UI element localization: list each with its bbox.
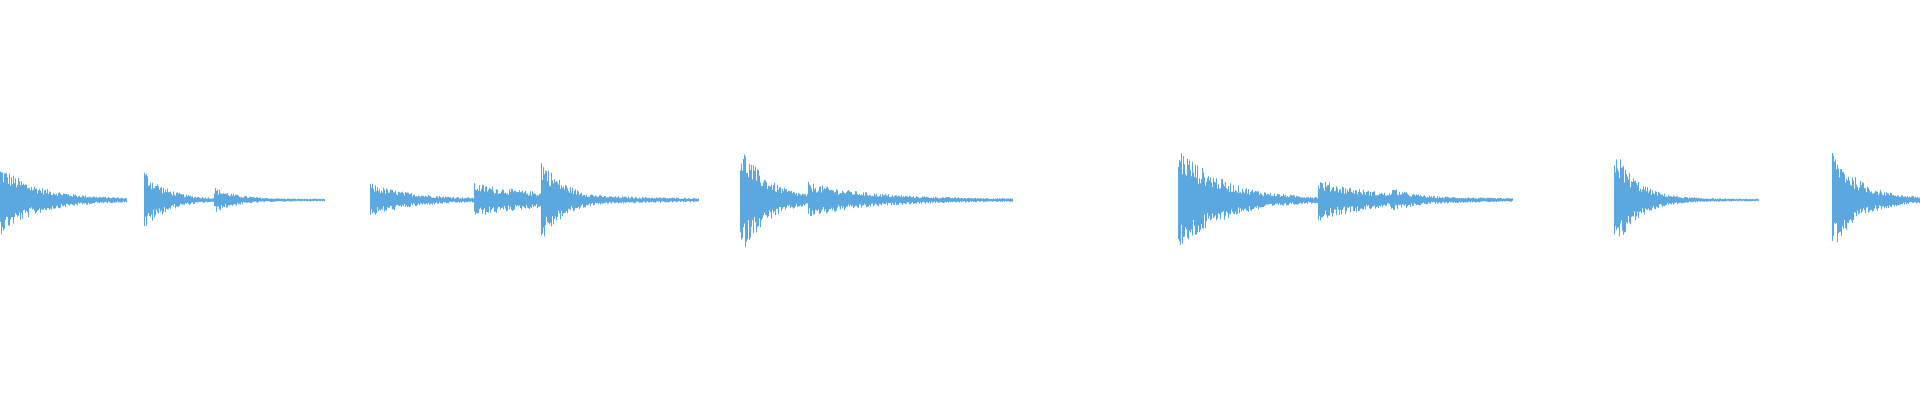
- waveform-trace: [0, 153, 1920, 248]
